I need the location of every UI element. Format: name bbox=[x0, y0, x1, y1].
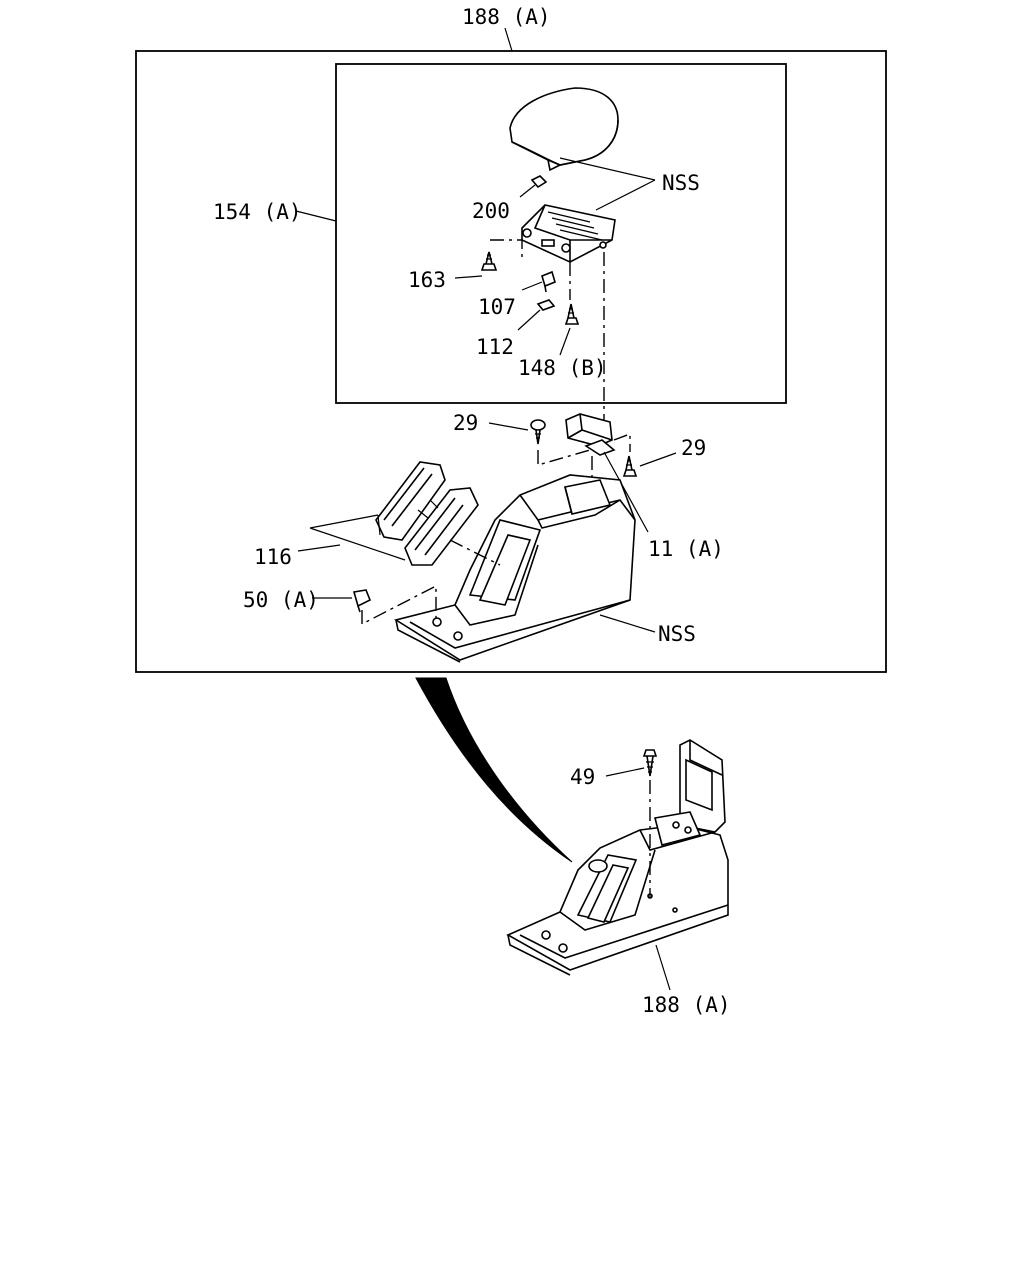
label-nss-bottom: NSS bbox=[658, 622, 696, 646]
clip-200 bbox=[530, 175, 548, 189]
label-148b: 148 (B) bbox=[518, 356, 607, 380]
screw-29-right bbox=[622, 455, 638, 477]
label-29-left: 29 bbox=[453, 411, 478, 435]
label-163: 163 bbox=[408, 268, 446, 292]
screw-49 bbox=[642, 749, 658, 777]
transition-arrow bbox=[415, 677, 573, 863]
center-console-upper bbox=[393, 474, 636, 663]
label-154a: 154 (A) bbox=[213, 200, 302, 224]
inner-armrest-frame bbox=[335, 63, 787, 404]
label-nss-top: NSS bbox=[662, 171, 700, 195]
label-200: 200 bbox=[472, 199, 510, 223]
label-188a-bottom: 188 (A) bbox=[642, 993, 731, 1017]
label-112: 112 bbox=[476, 335, 514, 359]
label-11a: 11 (A) bbox=[648, 537, 724, 561]
clip-107 bbox=[541, 270, 556, 293]
outer-assembly-frame bbox=[135, 50, 887, 673]
armrest-base bbox=[521, 204, 616, 263]
bracket-11a bbox=[565, 413, 616, 456]
screw-29-left bbox=[530, 419, 546, 445]
screw-148b bbox=[564, 303, 580, 325]
outer-leaders bbox=[295, 27, 513, 222]
label-49: 49 bbox=[570, 765, 595, 789]
assembled-console bbox=[506, 739, 729, 976]
label-188a-top: 188 (A) bbox=[462, 5, 551, 29]
bottom-leaders bbox=[605, 767, 671, 991]
shift-cover-116 bbox=[375, 461, 479, 566]
nut-112 bbox=[536, 299, 556, 311]
lower-leaders bbox=[297, 514, 656, 633]
armrest-cushion bbox=[509, 87, 619, 172]
inner-leaders bbox=[454, 157, 656, 356]
label-116: 116 bbox=[254, 545, 292, 569]
label-50a: 50 (A) bbox=[243, 588, 319, 612]
screw-163 bbox=[480, 251, 498, 271]
label-29-right: 29 bbox=[681, 436, 706, 460]
clip-50a bbox=[352, 589, 372, 613]
label-107: 107 bbox=[478, 295, 516, 319]
